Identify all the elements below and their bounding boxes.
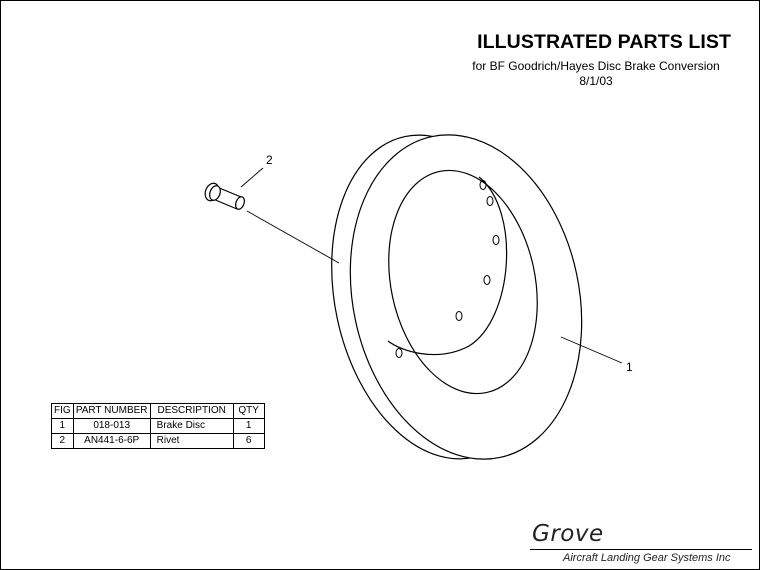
- cell-fig: 2: [51, 433, 74, 449]
- col-header-part-number: PART NUMBER: [72, 403, 151, 419]
- callout-2: 2: [266, 153, 273, 167]
- leader-line-callout-2: [240, 167, 264, 188]
- col-header-description: DESCRIPTION: [149, 403, 234, 419]
- cell-part-number: 018-013: [72, 418, 151, 434]
- revision-date: 8/1/03: [579, 74, 613, 88]
- page-subtitle: for BF Goodrich/Hayes Disc Brake Convers…: [441, 59, 751, 89]
- table-row: 2 AN441-6-6P Rivet 6: [51, 433, 265, 449]
- cell-qty: 6: [232, 433, 265, 449]
- cell-description: Brake Disc: [149, 418, 234, 434]
- table-row: 1 018-013 Brake Disc 1: [51, 418, 265, 434]
- cell-qty: 1: [232, 418, 265, 434]
- company-logo-name: Grove: [532, 521, 604, 547]
- disc-hub-shoulder: [387, 176, 508, 356]
- parts-table: FIG PART NUMBER DESCRIPTION QTY 1 018-01…: [51, 403, 265, 449]
- col-header-qty: QTY: [232, 403, 265, 419]
- subtitle-text: for BF Goodrich/Hayes Disc Brake Convers…: [472, 59, 720, 73]
- leader-line-rivet: [246, 210, 340, 264]
- leader-line-callout-1: [560, 336, 623, 364]
- disc-inner-bore: [388, 169, 538, 395]
- disc-front-face: [349, 134, 583, 460]
- cell-fig: 1: [51, 418, 74, 434]
- col-header-fig: FIG: [51, 403, 74, 419]
- table-header-row: FIG PART NUMBER DESCRIPTION QTY: [51, 403, 265, 419]
- page-title: ILLUSTRATED PARTS LIST: [477, 31, 731, 53]
- company-tagline: Aircraft Landing Gear Systems Inc: [563, 552, 731, 564]
- logo-divider: [530, 549, 752, 550]
- disc-rivet-holes: [395, 180, 500, 358]
- callout-1: 1: [626, 360, 633, 374]
- cell-part-number: AN441-6-6P: [72, 433, 151, 449]
- cell-description: Rivet: [149, 433, 234, 449]
- rivet-part: [204, 182, 245, 210]
